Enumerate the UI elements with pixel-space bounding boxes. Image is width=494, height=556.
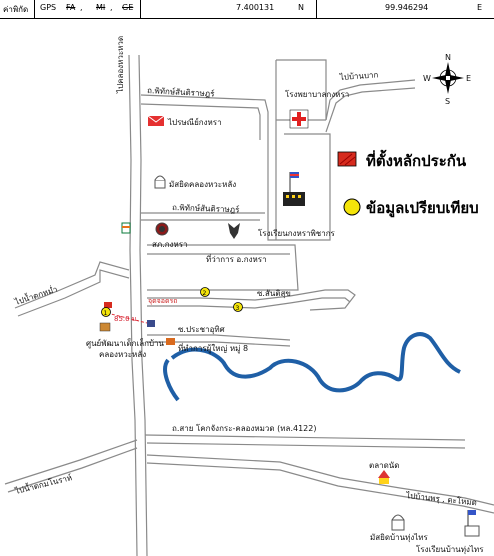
distance-line <box>106 312 148 324</box>
gps-longitude: 99.946294 <box>385 3 429 12</box>
label-road-phithak-1: ถ.พิทักษ์สันติราษฎร์ <box>147 85 215 99</box>
svg-text:3: 3 <box>236 305 240 312</box>
legend: ที่ตั้งหลักประกัน ข้อมูลเปรียบเทียบ <box>337 149 479 218</box>
mosque-icon-1 <box>154 175 166 189</box>
garuda-icon <box>228 223 240 239</box>
label-police: สภ.กงหรา <box>152 240 188 249</box>
gps-ge: GE <box>122 3 134 12</box>
distance-label: 85.0 ม. <box>114 315 139 323</box>
main-road-west <box>128 54 138 556</box>
police-icon <box>155 222 169 236</box>
label-post-office: ไปรษณีย์กงหรา <box>167 117 222 127</box>
gps-type: GPS <box>40 3 57 12</box>
gps-east: E <box>477 3 483 12</box>
label-to-ban-phru: ไปบ้านพรุ , ตะโหมด <box>405 490 478 507</box>
svg-text:W: W <box>423 74 431 83</box>
main-road-east <box>138 54 148 556</box>
hospital-icon <box>289 109 309 129</box>
comparison-marker-1: 1 <box>101 307 111 317</box>
label-to-ban-ngao: ไปบ้านบาก <box>339 70 379 82</box>
label-highway-4122: ถ.สาย โคกจังกระ-คลองหมวด (ทล.4122) <box>172 423 316 433</box>
compass-icon: N S W E <box>423 53 471 106</box>
comparison-marker-3: 3 <box>233 302 243 312</box>
label-district-office: ที่ว่าการ อ.กงหรา <box>206 253 267 264</box>
label-child-center-2: คลองหวะหลัง <box>99 350 146 359</box>
post-office-icon <box>147 115 165 126</box>
seven-eleven-icon <box>121 222 131 234</box>
label-hospital: โรงพยาบาลกงหรา <box>285 89 349 99</box>
gps-mi: MI <box>96 3 106 12</box>
roads <box>4 54 494 556</box>
label-road-phithak-2: ถ.พิทักษ์สันติราษฎร์ <box>172 202 240 214</box>
gps-label: ค่าพิกัด <box>3 5 29 14</box>
svg-text:E: E <box>466 74 471 83</box>
bus-stop-label: จุดจอดรถ <box>148 297 178 305</box>
river <box>170 332 461 393</box>
gps-coordinate-bar: ค่าพิกัด GPS FA , MI , GE 7.400131 N 99.… <box>0 0 494 19</box>
gps-latitude: 7.400131 <box>236 3 275 12</box>
legend-comparison-swatch <box>343 198 361 216</box>
label-school: โรงเรียนกงหราพิชากร <box>258 228 336 238</box>
svg-text:N: N <box>445 53 451 62</box>
label-child-center: ศูนย์พัฒนาเด็กเล็กบ้าน <box>86 338 165 349</box>
label-to-namtok-manora: ไปน้ำตกมโนราห์ <box>13 471 73 496</box>
label-village-head: ที่ทำการผู้ใหญ่ หมู่ 8 <box>178 342 248 354</box>
label-market: ตลาดนัด <box>369 461 399 470</box>
label-mosque-2: มัสยิดบ้านทุ่งไทร <box>370 533 429 542</box>
label-school-2: โรงเรียนบ้านทุ่งไทร <box>416 544 484 554</box>
svg-text:2: 2 <box>203 290 207 297</box>
label-mosque-1: มัสยิดคลองหวะหลัง <box>169 180 236 189</box>
svg-text:S: S <box>445 97 450 106</box>
market-icon <box>378 470 390 484</box>
legend-comparison-text: ข้อมูลเปรียบเทียบ <box>366 199 479 218</box>
mosque-icon-2 <box>391 514 405 531</box>
label-road-pracha: ซ.ประชาอุทิศ <box>178 325 225 334</box>
label-to-klong-hua-wa: ไปคลองหวะหวด <box>116 36 125 94</box>
label-road-santisuk: ซ.สันติสุข <box>257 289 291 298</box>
gps-fa: FA <box>66 3 76 12</box>
gps-north: N <box>298 3 304 12</box>
bus-stop-icon <box>147 320 155 327</box>
school-icon-2 <box>464 510 480 537</box>
legend-collateral-text: ที่ตั้งหลักประกัน <box>366 149 467 170</box>
school-icon <box>283 172 305 206</box>
comparison-marker-2: 2 <box>200 287 210 297</box>
svg-text:1: 1 <box>104 310 108 317</box>
collateral-marker <box>104 302 112 308</box>
village-office-icon <box>166 338 175 345</box>
child-center-icon <box>99 322 111 332</box>
